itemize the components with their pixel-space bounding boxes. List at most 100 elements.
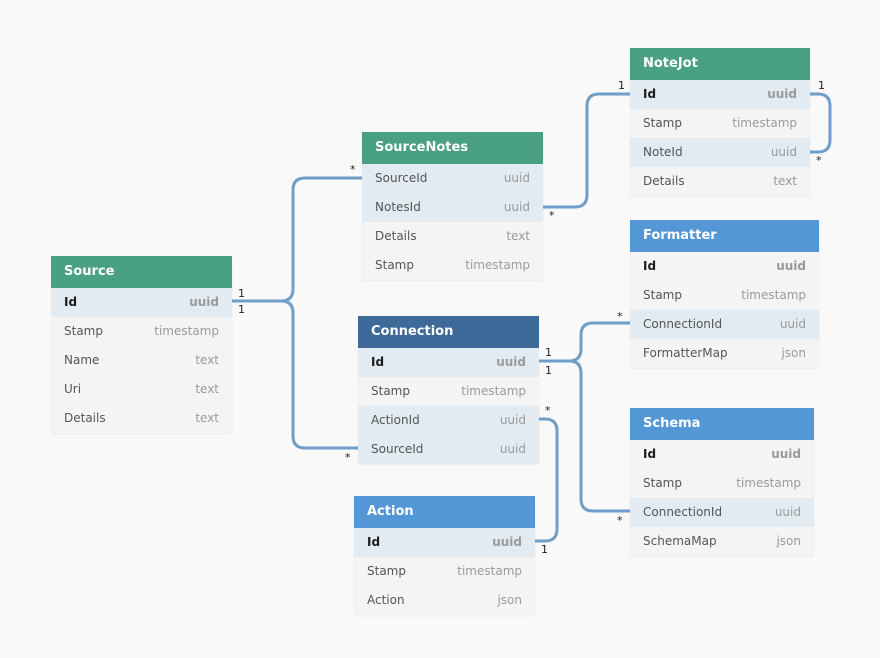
table-header[interactable]: Action — [354, 496, 535, 528]
cardinality-label: * — [345, 451, 351, 464]
column-type: uuid — [503, 171, 530, 185]
column-name: NotesId — [375, 200, 421, 214]
cardinality-label: * — [350, 163, 356, 176]
column-name: SourceId — [375, 171, 428, 185]
column-type: timestamp — [465, 258, 530, 272]
cardinality-label: 1 — [238, 303, 245, 316]
link-connection-formatter — [539, 321, 630, 363]
column-row[interactable]: FormatterMap json — [630, 339, 819, 368]
column-row[interactable]: SchemaMap json — [630, 527, 814, 556]
column-name: Name — [64, 353, 100, 367]
table-header[interactable]: Schema — [630, 408, 814, 440]
column-row[interactable]: Stamp timestamp — [630, 281, 819, 310]
column-name: Id — [64, 295, 78, 309]
column-row[interactable]: Id uuid — [51, 288, 232, 317]
column-type: uuid — [499, 442, 526, 456]
column-type: uuid — [767, 87, 797, 101]
link-notejot-self — [810, 92, 832, 154]
column-name: Id — [371, 355, 385, 369]
table-header[interactable]: Formatter — [630, 220, 819, 252]
table-header[interactable]: Connection — [358, 316, 539, 348]
column-type: text — [195, 411, 219, 425]
column-name: Details — [643, 174, 685, 188]
column-type: json — [497, 593, 522, 607]
column-name: Id — [367, 535, 381, 549]
column-name: Stamp — [375, 258, 414, 272]
column-row[interactable]: Stamp timestamp — [51, 317, 232, 346]
column-name: FormatterMap — [643, 346, 728, 360]
link-action-connection — [535, 417, 559, 543]
link-source-connection — [232, 299, 358, 450]
column-row[interactable]: SourceId uuid — [362, 164, 543, 193]
column-type: timestamp — [741, 288, 806, 302]
table-header[interactable]: NoteJot — [630, 48, 810, 80]
column-name: ConnectionId — [643, 317, 723, 331]
column-name: NoteId — [643, 145, 683, 159]
cardinality-label: * — [545, 404, 551, 417]
column-name: Stamp — [643, 116, 682, 130]
column-row[interactable]: Id uuid — [630, 80, 810, 109]
cardinality-label: 1 — [818, 79, 825, 92]
cardinality-label: 1 — [238, 287, 245, 300]
column-type: text — [773, 174, 797, 188]
column-type: timestamp — [736, 476, 801, 490]
column-row[interactable]: NotesId uuid — [362, 193, 543, 222]
column-name: Details — [375, 229, 417, 243]
link-source-sourcenotes — [232, 176, 362, 303]
column-type: uuid — [189, 295, 219, 309]
column-name: ConnectionId — [643, 505, 723, 519]
cardinality-label: 1 — [545, 346, 552, 359]
cardinality-label: * — [617, 514, 623, 527]
column-name: ActionId — [371, 413, 420, 427]
column-type: timestamp — [457, 564, 522, 578]
table-header[interactable]: Source — [51, 256, 232, 288]
column-row[interactable]: Stamp timestamp — [362, 251, 543, 280]
column-type: json — [776, 534, 801, 548]
link-notejot-sourcenotes — [543, 92, 630, 209]
column-row[interactable]: ConnectionId uuid — [630, 498, 814, 527]
table-header[interactable]: SourceNotes — [362, 132, 543, 164]
column-name: Stamp — [367, 564, 406, 578]
column-type: json — [781, 346, 806, 360]
column-row[interactable]: Action json — [354, 586, 535, 615]
column-name: Id — [643, 259, 657, 273]
column-row[interactable]: Details text — [630, 167, 810, 196]
column-type: uuid — [774, 505, 801, 519]
column-name: Id — [643, 87, 657, 101]
column-row[interactable]: Details text — [51, 404, 232, 433]
column-name: Stamp — [643, 288, 682, 302]
column-row[interactable]: Name text — [51, 346, 232, 375]
column-name: SchemaMap — [643, 534, 717, 548]
column-type: timestamp — [154, 324, 219, 338]
column-name: Stamp — [64, 324, 103, 338]
column-name: Details — [64, 411, 106, 425]
column-row[interactable]: Stamp timestamp — [354, 557, 535, 586]
column-type: uuid — [771, 447, 801, 461]
cardinality-label: * — [549, 209, 555, 222]
column-type: uuid — [503, 200, 530, 214]
column-type: text — [195, 353, 219, 367]
column-name: Action — [367, 593, 405, 607]
